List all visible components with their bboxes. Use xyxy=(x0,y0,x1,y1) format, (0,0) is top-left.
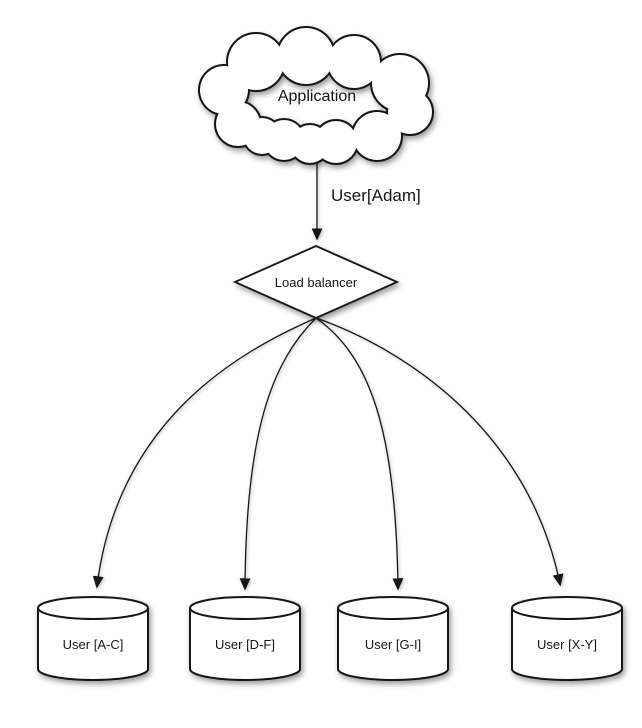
shard-label-g-i: User [G-I] xyxy=(365,637,421,652)
load-balancer-node xyxy=(232,245,400,319)
edge-lb-to-shard-x-y xyxy=(315,317,564,587)
application-node xyxy=(198,26,434,165)
shard-node-a-c xyxy=(37,596,149,681)
diamond-shape xyxy=(232,245,400,319)
edge-lb-to-shard-a-c xyxy=(92,317,317,589)
edges-layer xyxy=(92,158,564,591)
load-balancer-label: Load balancer xyxy=(275,275,358,290)
edge-lb-to-shard-g-i xyxy=(315,317,404,591)
application-label: Application xyxy=(278,88,356,105)
labels-layer: Application User[Adam] Load balancer Use… xyxy=(63,88,597,652)
cloud-fill-cover xyxy=(200,28,432,163)
shard-label-d-f: User [D-F] xyxy=(215,637,275,652)
shard-node-g-i xyxy=(337,596,449,681)
cylinder-top-rim xyxy=(37,607,149,620)
cylinder-top-rim xyxy=(337,607,449,620)
cylinder-top-rim xyxy=(511,607,623,620)
shard-label-x-y: User [X-Y] xyxy=(537,637,597,652)
edge-label-user-adam: User[Adam] xyxy=(331,186,421,205)
shard-node-x-y xyxy=(511,596,623,681)
shard-node-d-f xyxy=(189,596,301,681)
shard-label-a-c: User [A-C] xyxy=(63,637,124,652)
cylinder-top-rim xyxy=(189,607,301,620)
edge-lb-to-shard-d-f xyxy=(239,317,317,591)
